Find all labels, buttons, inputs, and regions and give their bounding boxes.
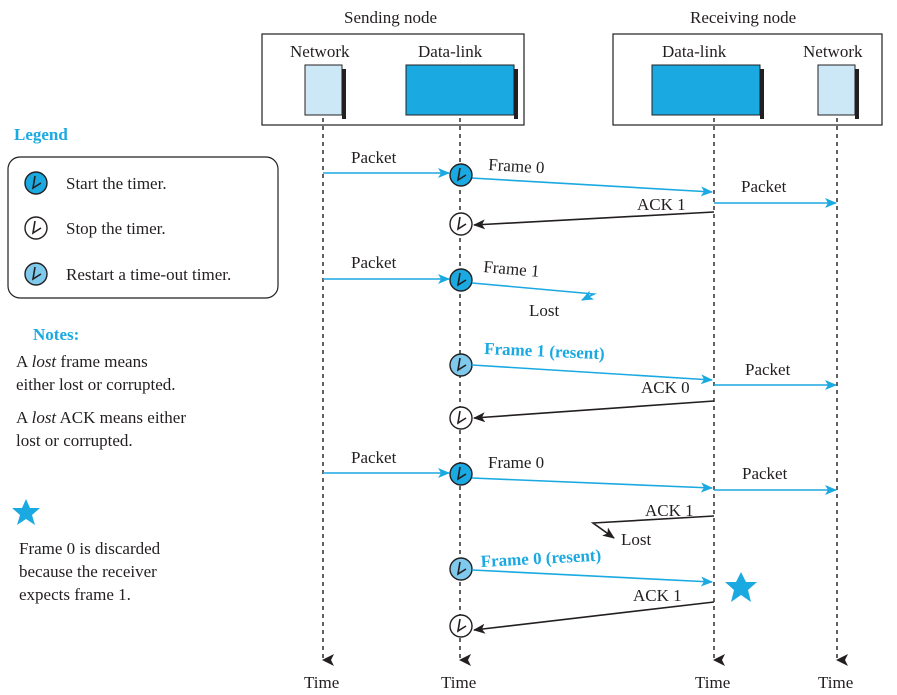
timer-restart-icon-1 <box>449 353 473 377</box>
notes-title: Notes: <box>33 325 79 344</box>
frame0-label-2: Frame 0 <box>488 453 544 472</box>
receiving-network-shadow <box>855 69 859 119</box>
packet-deliver-label-2: Packet <box>745 360 791 379</box>
receiving-network-label: Network <box>803 42 863 61</box>
frame0-resent-label: Frame 0 (resent) <box>480 546 601 571</box>
sending-network-block <box>304 64 343 116</box>
sending-network-label: Network <box>290 42 350 61</box>
receiving-datalink-shadow <box>760 69 764 119</box>
frame0-label: Frame 0 <box>488 155 545 177</box>
sending-datalink-block <box>405 64 515 116</box>
sending-datalink-shadow <box>514 69 518 119</box>
ack1-label-2: ACK 1 <box>645 501 694 520</box>
sending-node-title: Sending node <box>344 8 437 27</box>
discard-note-line-1: Frame 0 is discarded <box>19 539 161 558</box>
legend-title: Legend <box>14 125 68 144</box>
frame1-resent-arrow <box>471 364 713 385</box>
frame1-label: Frame 1 <box>483 257 541 281</box>
lost-label-1: Lost <box>529 301 560 320</box>
receiving-node-title: Receiving node <box>690 8 796 27</box>
time-label-1: Time <box>304 673 339 692</box>
notes-line-2: either lost or corrupted. <box>16 375 176 394</box>
ack1-arrow-1 <box>473 211 715 230</box>
ack0-label: ACK 0 <box>641 378 690 397</box>
legend-item-stop: Stop the timer. <box>66 219 166 238</box>
legend-item-start: Start the timer. <box>66 174 167 193</box>
frame0-arrow-2 <box>471 477 713 493</box>
timer-stop-icon <box>24 216 48 240</box>
time-label-2: Time <box>441 673 476 692</box>
ack1-label-3: ACK 1 <box>633 586 682 605</box>
frame1-lost-arrow <box>471 282 597 301</box>
sending-network-shadow <box>342 69 346 119</box>
packet-label-3: Packet <box>351 448 397 467</box>
sending-node-box <box>261 33 525 126</box>
ack1-label-1: ACK 1 <box>637 195 686 214</box>
timer-start-icon-2 <box>449 268 473 292</box>
sending-datalink-label: Data-link <box>418 42 483 61</box>
timer-start-icon-3 <box>449 462 473 486</box>
receiving-network-block <box>817 64 856 116</box>
packet-deliver-label-1: Packet <box>741 177 787 196</box>
notes-line-4: lost or corrupted. <box>16 431 133 450</box>
receiving-node-box <box>612 33 883 126</box>
timer-restart-icon-2 <box>449 557 473 581</box>
receiving-datalink-block <box>651 64 761 116</box>
timer-start-icon-1 <box>449 163 473 187</box>
discard-star-icon-2 <box>725 572 757 602</box>
frame0-resent-arrow <box>471 569 713 587</box>
legend-box <box>7 156 279 299</box>
discard-note-line-3: expects frame 1. <box>19 585 131 604</box>
ack1-lost-arrow <box>590 515 715 539</box>
discard-star-icon <box>12 499 40 525</box>
timer-stop-icon-1 <box>449 212 473 236</box>
packet-deliver-label-3: Packet <box>742 464 788 483</box>
timer-stop-icon-3 <box>449 614 473 638</box>
packet-label-1: Packet <box>351 148 397 167</box>
time-label-3: Time <box>695 673 730 692</box>
frame1-resent-label: Frame 1 (resent) <box>484 339 605 363</box>
receiving-datalink-label: Data-link <box>662 42 727 61</box>
timer-start-icon <box>24 171 48 195</box>
lost-label-2: Lost <box>621 530 652 549</box>
notes-line-3: A lost ACK means either <box>16 408 186 427</box>
ack1-arrow-3 <box>473 601 715 634</box>
time-label-4: Time <box>818 673 853 692</box>
timer-restart-icon <box>24 262 48 286</box>
ack0-arrow <box>473 400 715 423</box>
timer-stop-icon-2 <box>449 406 473 430</box>
frame0-arrow <box>470 177 713 197</box>
legend-item-restart: Restart a time-out timer. <box>66 265 231 284</box>
discard-note-line-2: because the receiver <box>19 562 157 581</box>
packet-label-2: Packet <box>351 253 397 272</box>
notes-line-1: A lost frame means <box>16 352 148 371</box>
